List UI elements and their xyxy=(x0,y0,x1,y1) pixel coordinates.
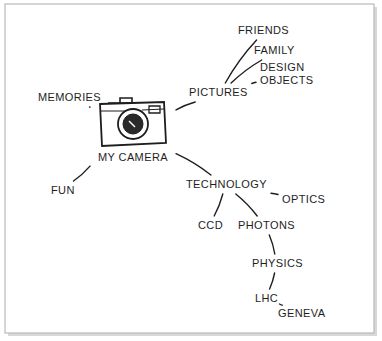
branch-stroke xyxy=(270,273,275,289)
branch-stroke xyxy=(176,102,195,110)
lens-glint xyxy=(129,121,135,127)
node-text: FUN xyxy=(51,184,75,197)
branch-line xyxy=(270,273,275,289)
branch-line xyxy=(89,107,90,108)
branch-line xyxy=(231,60,262,83)
node-text: GENEVA xyxy=(278,307,325,320)
mind-map-node: DESIGN OBJECTS xyxy=(258,60,316,88)
branch-line xyxy=(176,154,211,175)
mind-map-node: OPTICS xyxy=(280,192,327,207)
branch-stroke xyxy=(214,194,223,216)
branch-line xyxy=(280,304,283,305)
node-text: MY CAMERA xyxy=(94,151,172,164)
branch-stroke xyxy=(271,193,278,194)
mind-map-node: LHC xyxy=(253,291,280,306)
node-text: PHYSICS xyxy=(252,257,303,270)
camera-lens-ring xyxy=(118,109,148,139)
node-text: MEMORIES xyxy=(38,91,101,104)
mind-map-node: FAMILY xyxy=(252,43,297,58)
mind-map-node: GENEVA xyxy=(276,306,327,321)
branch-stroke xyxy=(225,40,256,83)
branch-line xyxy=(269,235,275,254)
mind-map-node: CCD xyxy=(196,218,225,233)
mind-map-node: MEMORIES xyxy=(36,90,103,105)
camera-body xyxy=(100,102,166,146)
camera-lens xyxy=(123,114,143,134)
central-node: MY CAMERA xyxy=(92,90,174,165)
mind-map-node: FRIENDS xyxy=(236,23,291,38)
node-text: PICTURES xyxy=(189,86,248,99)
node-text: DESIGN OBJECTS xyxy=(260,61,314,87)
branch-stroke xyxy=(252,82,256,83)
mind-map-node: FUN xyxy=(49,183,77,198)
branch-stroke xyxy=(74,166,91,181)
branch-stroke xyxy=(89,106,91,108)
branch-line xyxy=(74,166,91,181)
branch-stroke xyxy=(269,235,275,254)
branch-line xyxy=(252,82,256,83)
paper-card xyxy=(5,4,374,333)
mind-map-node: PHYSICS xyxy=(250,256,305,271)
branch-stroke xyxy=(176,154,211,175)
branch-line xyxy=(271,193,278,194)
node-text: PHOTONS xyxy=(238,219,295,232)
node-text: OPTICS xyxy=(282,193,325,206)
branch-stroke xyxy=(280,304,283,305)
camera-grip-line xyxy=(101,109,164,111)
node-text: CCD xyxy=(198,219,223,232)
branch-line xyxy=(236,194,257,216)
branch-stroke xyxy=(231,60,262,83)
node-text: LHC xyxy=(255,292,278,305)
mind-map-node: PHOTONS xyxy=(236,218,297,233)
branch-line xyxy=(225,40,256,83)
mind-map-node: PICTURES xyxy=(187,85,250,100)
branch-line xyxy=(214,194,223,216)
node-text: FRIENDS xyxy=(238,24,289,37)
branch-stroke xyxy=(236,194,257,216)
branch-line xyxy=(176,102,195,110)
camera-icon xyxy=(94,91,172,149)
mind-map-node: TECHNOLOGY xyxy=(184,177,269,192)
node-text: TECHNOLOGY xyxy=(186,178,267,191)
node-text: FAMILY xyxy=(254,44,295,57)
